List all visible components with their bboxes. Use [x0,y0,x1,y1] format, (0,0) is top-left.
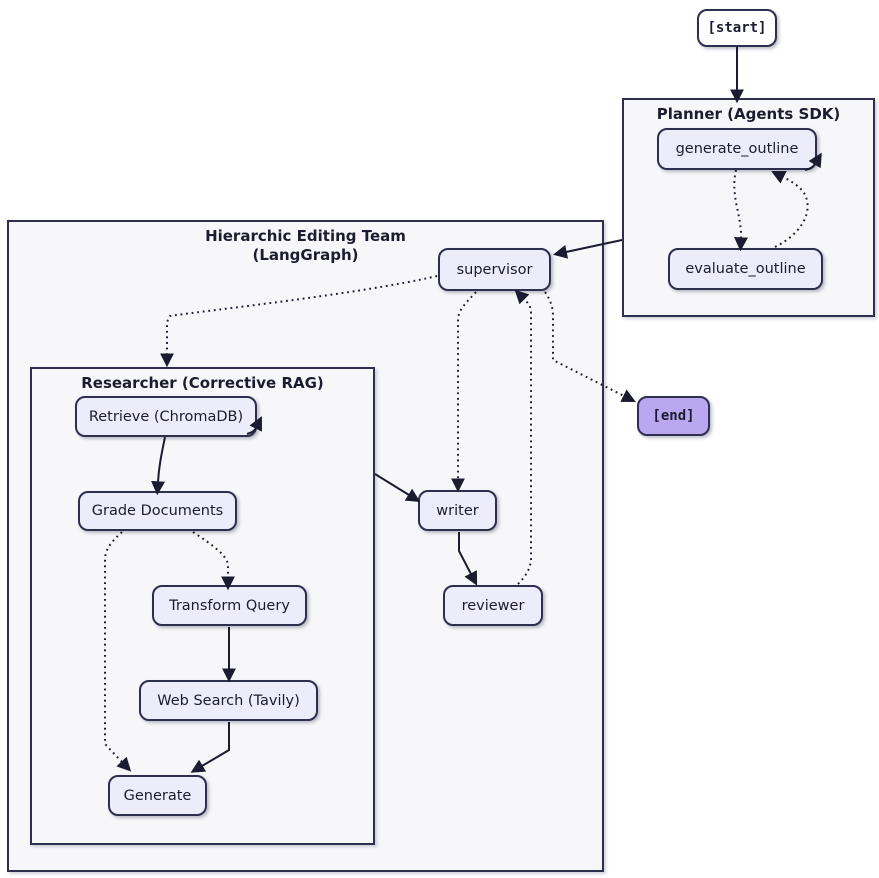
node-generate-label: Generate [123,787,192,804]
cluster-planner-title: Planner (Agents SDK) [656,105,841,123]
cluster-editing-team-title: Hierarchic Editing Team (LangGraph) [9,227,602,265]
node-generate: Generate [108,775,207,816]
node-generate-outline: generate_outline [657,128,817,170]
node-end: [end] [637,396,710,436]
node-generate-outline-label: generate_outline [675,141,799,157]
cluster-editing-team-title-line2: (LangGraph) [252,245,359,264]
node-web-search: Web Search (Tavily) [139,680,318,721]
node-supervisor-label: supervisor [456,261,533,278]
node-evaluate-outline-label: evaluate_outline [685,261,806,277]
node-writer-label: writer [436,502,479,519]
cluster-editing-team-title-line1: Hierarchic Editing Team [205,227,406,245]
node-web-search-label: Web Search (Tavily) [157,692,300,709]
node-supervisor: supervisor [438,248,551,291]
node-reviewer-label: reviewer [461,597,525,614]
cluster-researcher-title: Researcher (Corrective RAG) [81,374,324,392]
node-start-label: [start] [707,20,767,36]
node-grade-documents: Grade Documents [78,491,237,531]
node-start: [start] [697,9,777,47]
node-writer: writer [418,490,497,531]
node-retrieve: Retrieve (ChromaDB) [75,396,257,437]
node-evaluate-outline: evaluate_outline [668,248,823,290]
node-end-label: [end] [652,408,695,424]
node-transform-query: Transform Query [152,585,307,626]
node-retrieve-label: Retrieve (ChromaDB) [88,408,244,425]
node-reviewer: reviewer [443,585,543,626]
node-transform-query-label: Transform Query [169,597,290,614]
node-grade-documents-label: Grade Documents [91,503,224,519]
